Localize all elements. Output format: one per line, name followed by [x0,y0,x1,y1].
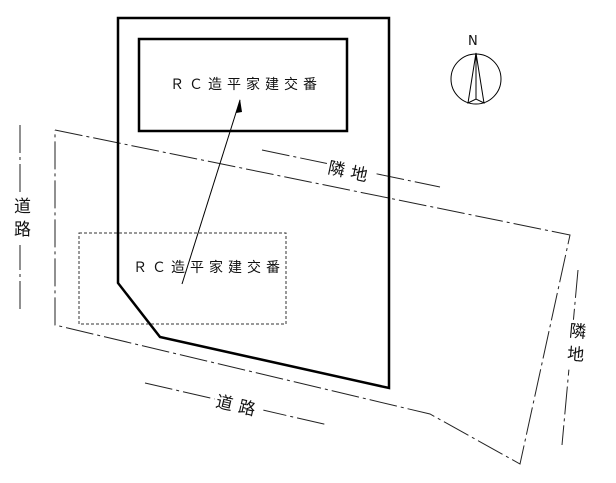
north-compass-icon [450,52,502,105]
arrow-head [236,99,242,113]
new-building [137,37,349,133]
old-building-label: ＲＣ造平家建交番 [133,260,285,276]
site-boundary [54,129,571,465]
compass-north-label: N [468,34,478,49]
neighbor-right-label: 隣地 [559,319,590,371]
old-building [78,232,287,325]
relocation-arrow [181,99,241,285]
new-building-label: ＲＣ造平家建交番 [170,77,322,93]
new-lot-outline [116,16,391,390]
road-left-label: 道路 [8,195,33,245]
